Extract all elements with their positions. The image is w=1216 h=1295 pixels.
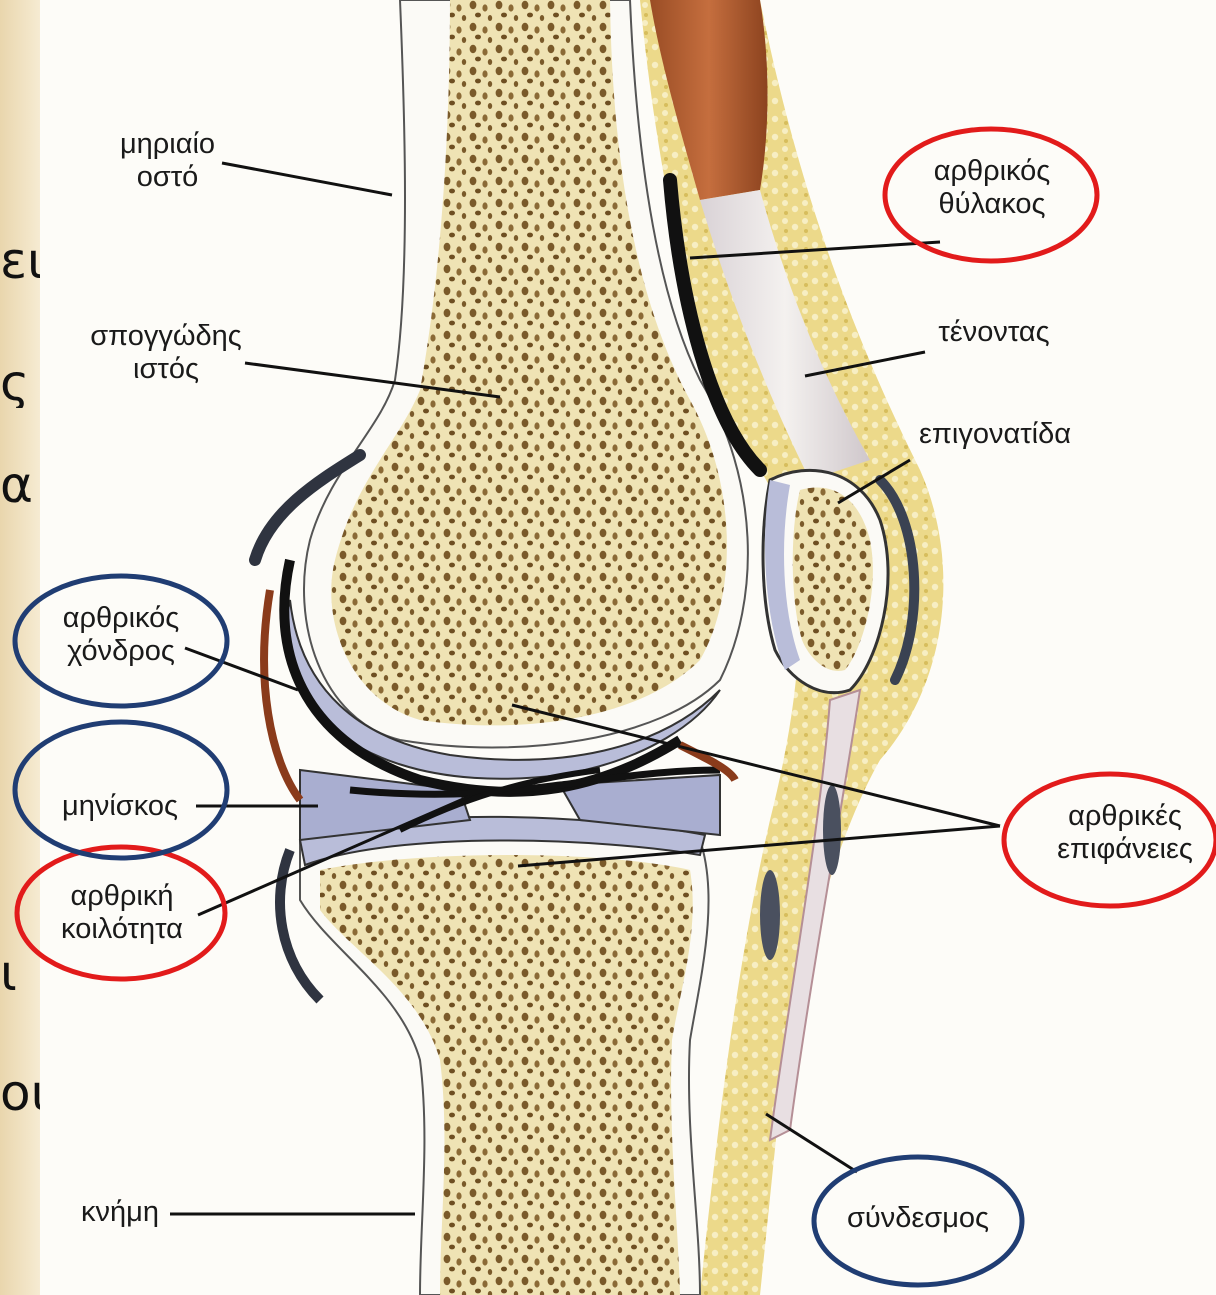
label-line: θύλακος [912, 188, 1072, 221]
label-line: σπογγώδης [80, 320, 252, 353]
leader-femur [222, 163, 392, 195]
label-line: ιστός [80, 353, 252, 386]
label-capsule: αρθρικός θύλακος [912, 155, 1072, 222]
label-line: οστό [105, 161, 230, 194]
label-femur: μηριαίο οστό [105, 128, 230, 195]
leader-ligament [766, 1114, 857, 1172]
label-tibia: κνήμη [70, 1196, 170, 1229]
joint-capsule [680, 745, 735, 780]
label-line: αρθρικός [912, 155, 1072, 188]
label-tendon: τένοντας [920, 316, 1068, 349]
bursa [823, 785, 841, 875]
label-line: αρθρική [42, 880, 202, 913]
label-line: επιφάνειες [1045, 833, 1205, 866]
label-line: μηνίσκος [45, 790, 195, 823]
bursa [760, 870, 780, 960]
label-line: αρθρικές [1045, 800, 1205, 833]
label-cartilage: αρθρικός χόνδρος [48, 602, 194, 669]
label-cancellous: σπογγώδης ιστός [80, 320, 252, 387]
label-line: αρθρικός [48, 602, 194, 635]
label-patella: επιγονατίδα [905, 418, 1085, 451]
label-line: μηριαίο [105, 128, 230, 161]
label-line: κοιλότητα [42, 913, 202, 946]
label-line: επιγονατίδα [905, 418, 1085, 451]
label-line: κνήμη [70, 1196, 170, 1229]
label-line: τένοντας [920, 316, 1068, 349]
label-surfaces: αρθρικές επιφάνειες [1045, 800, 1205, 867]
tibia-spongy-bone [320, 855, 693, 1295]
label-line: χόνδρος [48, 635, 194, 668]
label-cavity: αρθρική κοιλότητα [42, 880, 202, 947]
label-ligament: σύνδεσμος [838, 1202, 998, 1235]
label-line: σύνδεσμος [838, 1202, 998, 1235]
label-meniscus: μηνίσκος [45, 790, 195, 823]
